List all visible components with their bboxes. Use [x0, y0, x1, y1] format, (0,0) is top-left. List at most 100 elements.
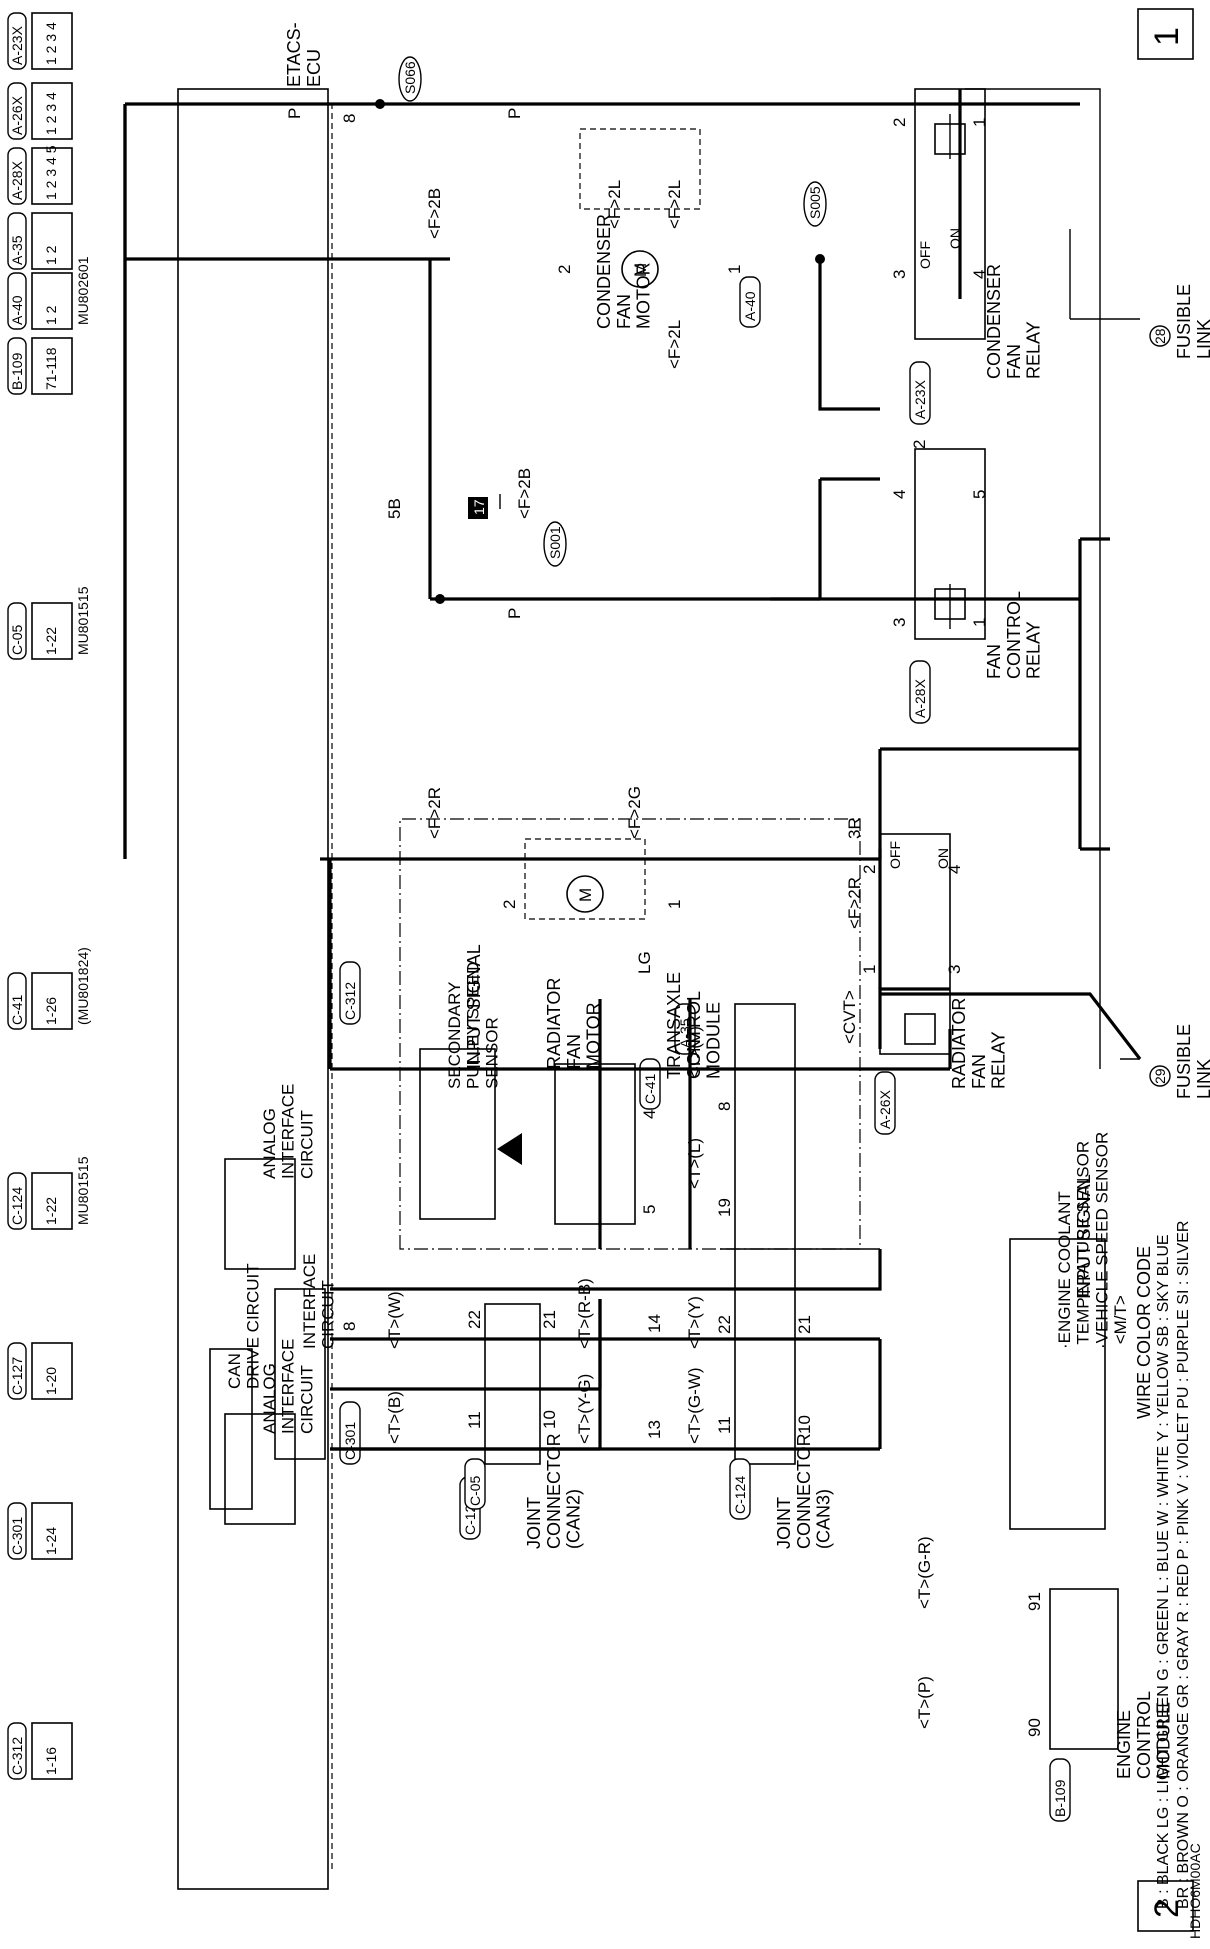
connector-key-id: A-35 [9, 235, 25, 265]
wire-color-label: <T>(G-W) [685, 1368, 704, 1445]
connector-key-pins: 1 2 [43, 305, 59, 325]
svg-text:OFF: OFF [887, 841, 903, 869]
wire-color-label: <T>(B) [385, 1391, 404, 1444]
svg-text:S001: S001 [547, 526, 563, 559]
wire-color-label: <T>(W) [385, 1291, 404, 1349]
condenser-fan-motor: M CONDENSERFANMOTOR A-40 2 1 [555, 128, 761, 329]
condenser-fan-relay-label: CONDENSERFANRELAY [984, 264, 1044, 379]
connector-key-pins: 1 2 3 4 [43, 92, 59, 135]
connector-key-pins: 1-22 [43, 1197, 59, 1225]
wire-segment [818, 259, 880, 411]
connector-key-item: A-26X 1 2 3 4 [7, 82, 73, 140]
ecm-label: ENGINECONTROLMODULE [1114, 1691, 1174, 1779]
splice-s001: S001 [543, 521, 567, 567]
svg-text:INPUT SIGNAL: INPUT SIGNAL [464, 944, 484, 1069]
svg-text:11: 11 [715, 1416, 734, 1434]
svg-text:INPUT SIGNAL: INPUT SIGNAL [1074, 1174, 1094, 1299]
wire-color-label: <F>2R [845, 877, 864, 929]
wire-color-label: <F>2B [515, 468, 534, 519]
jc2-label: JOINTCONNECTOR(CAN2) [524, 1433, 584, 1549]
connector-key-pins: 1 2 3 4 [43, 22, 59, 65]
svg-text:4: 4 [970, 270, 989, 279]
svg-text:2: 2 [1148, 1899, 1186, 1918]
splice-dot [375, 99, 385, 109]
connector-key-id: C-301 [9, 1517, 25, 1555]
wire-color-label: <F>2G [625, 786, 644, 839]
svg-text:10: 10 [540, 1410, 559, 1429]
condenser-fan-relay: ON OFF CONDENSERFANRELAY A-23X 2 1 3 4 [890, 88, 1044, 425]
condenser-fan-motor-label: CONDENSERFANMOTOR [594, 214, 654, 329]
connector-key-id: A-40 [9, 295, 25, 325]
svg-text:1: 1 [970, 118, 989, 127]
svg-text:8: 8 [340, 1322, 359, 1331]
wire-color-label: <F>2R [425, 787, 444, 839]
svg-text:WIRE COLOR CODE: WIRE COLOR CODE [1134, 1246, 1154, 1419]
svg-text:5: 5 [640, 1205, 659, 1214]
svg-text:1: 1 [970, 618, 989, 627]
connector-key-pins: 1-24 [43, 1527, 59, 1555]
svg-text:C-312: C-312 [342, 982, 358, 1020]
svg-text:A-40: A-40 [742, 291, 758, 321]
svg-text:ANALOGINTERFACECIRCUIT: ANALOGINTERFACECIRCUIT [260, 1339, 316, 1434]
connector-key-part: MU801515 [75, 586, 91, 655]
connector-key-id: C-124 [9, 1187, 25, 1225]
svg-text:CANDRIVE CIRCUIT: CANDRIVE CIRCUIT [225, 1263, 263, 1389]
svg-text:M: M [576, 888, 595, 902]
connector-key-id: C-41 [9, 994, 25, 1025]
cvt-area: <CVT> [399, 818, 861, 1250]
analog-interface-2: ANALOGINTERFACECIRCUIT [224, 1339, 316, 1525]
splice-s066: S066 [398, 56, 422, 102]
svg-text:C-41: C-41 [642, 1073, 658, 1104]
svg-text:1: 1 [725, 265, 744, 274]
analog-interface-1: ANALOGINTERFACECIRCUIT [224, 1084, 316, 1270]
fan-control-relay-label: FANCONTROLRELAY [984, 591, 1044, 679]
etacs-pin-labels: 8 2 C-312 9 C-301 8 [339, 114, 361, 1465]
connector-key-id: A-26X [9, 95, 25, 135]
svg-text:·ENGINE COOLANT TEMPERATURE SE: ·ENGINE COOLANT TEMPERATURE SENSOR·VEHIC… [1055, 1132, 1130, 1349]
svg-text:A-26X: A-26X [877, 1089, 893, 1129]
svg-text:ANALOGINTERFACECIRCUIT: ANALOGINTERFACECIRCUIT [260, 1084, 316, 1179]
wire-color-label: <F>2B [425, 188, 444, 239]
svg-text:SECONDARYPULLEY SPEEDSENSOR: SECONDARYPULLEY SPEEDSENSOR [445, 962, 501, 1089]
svg-text:2: 2 [890, 118, 909, 127]
connector-key-item: C-312 1-16 [7, 1722, 73, 1780]
wire-color-label: <F>2L [665, 180, 684, 229]
connector-key-item: C-301 1-24 [7, 1502, 73, 1560]
diagram-code: HDHO6M00AC [1187, 1843, 1203, 1939]
connector-key-id: C-312 [9, 1737, 25, 1775]
connector-key-id: C-127 [9, 1357, 25, 1395]
jc3-label: JOINTCONNECTOR(CAN3) [774, 1433, 834, 1549]
svg-text:14: 14 [645, 1314, 664, 1333]
svg-text:4: 4 [945, 865, 964, 874]
svg-text:21: 21 [540, 1310, 559, 1329]
svg-text:90: 90 [1025, 1718, 1044, 1737]
splice-s005: S005 [803, 181, 827, 227]
svg-text:FUSIBLELINK: FUSIBLELINK [1174, 284, 1210, 359]
svg-text:1: 1 [860, 965, 879, 974]
connector-key-id: C-05 [9, 624, 25, 655]
radiator-fan-motor-label: RADIATORFANMOTOR [544, 978, 604, 1069]
wire-segment [965, 88, 1101, 249]
svg-text:1: 1 [665, 900, 684, 909]
connector-key-pins: 1-22 [43, 627, 59, 655]
wire-color-label: <T>(L) [685, 1138, 704, 1189]
svg-text:3: 3 [890, 270, 909, 279]
wire-color-label: <T>(Y-G) [575, 1374, 594, 1444]
svg-text:1: 1 [1148, 27, 1186, 46]
connector-key-id: B-109 [9, 352, 25, 390]
connector-key-pins: 1-16 [43, 1747, 59, 1775]
connector-key-id: A-28X [9, 160, 25, 200]
svg-text:<CVT>: <CVT> [840, 990, 859, 1044]
svg-text:4: 4 [640, 1110, 659, 1119]
wire-segment [878, 987, 950, 1049]
svg-text:2: 2 [910, 440, 929, 449]
svg-text:2: 2 [860, 865, 879, 874]
connector-key-part: (MU801824) [75, 947, 91, 1025]
